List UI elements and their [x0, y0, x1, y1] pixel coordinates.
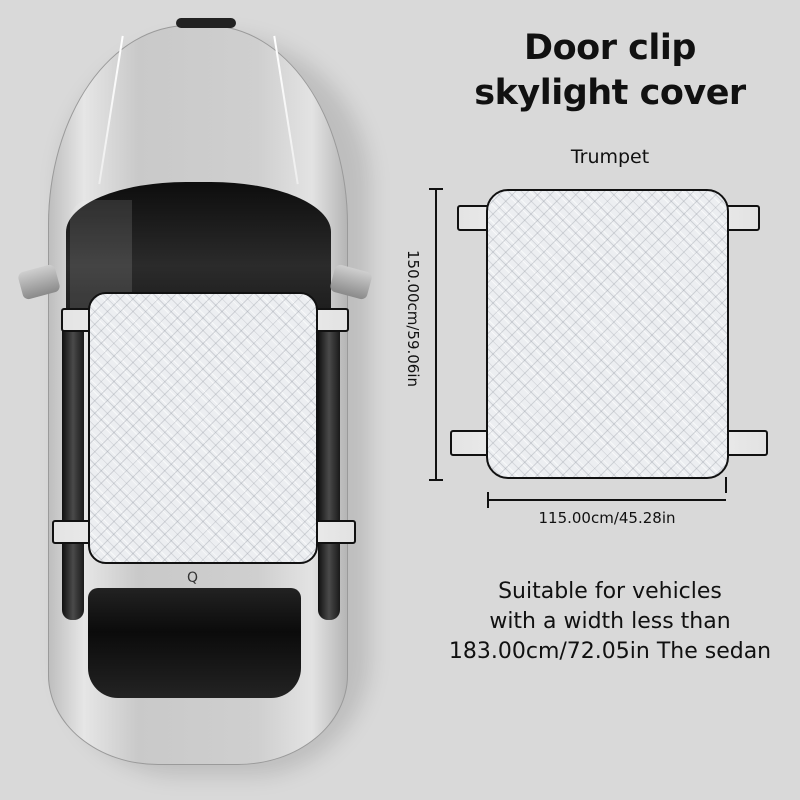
product-title: Door clip skylight cover	[440, 26, 780, 116]
width-dimension-label: 115.00cm/45.28in	[538, 509, 676, 527]
height-dimension-tick-bottom	[429, 479, 443, 481]
height-dimension-tick-top	[429, 188, 443, 190]
skylight-cover	[486, 189, 729, 479]
side-window-left	[62, 320, 84, 620]
front-grille	[176, 18, 236, 28]
title-line-2: skylight cover	[474, 73, 746, 113]
width-dimension-line	[487, 499, 726, 501]
width-dimension-tick-right	[725, 477, 727, 493]
height-dimension-line	[435, 188, 437, 481]
skylight-cover-installed	[88, 292, 318, 564]
width-dimension-tick-left	[487, 492, 489, 508]
description-line-2: with a width less than	[489, 609, 731, 634]
height-dimension-label: 150.00cm/59.06in	[404, 250, 422, 388]
windshield-glare	[70, 200, 132, 310]
description-line-1: Suitable for vehicles	[498, 579, 722, 604]
side-window-right	[318, 320, 340, 620]
description-line-3: 183.00cm/72.05in The sedan	[448, 639, 772, 664]
cover-diagram	[400, 180, 800, 540]
variant-label: Trumpet	[570, 146, 650, 168]
rear-window	[88, 588, 301, 698]
title-line-1: Door clip	[524, 28, 696, 68]
car-illustration: Q	[17, 18, 373, 776]
compatibility-description: Suitable for vehicles with a width less …	[425, 577, 795, 667]
brand-logo-icon: Q	[187, 570, 199, 586]
